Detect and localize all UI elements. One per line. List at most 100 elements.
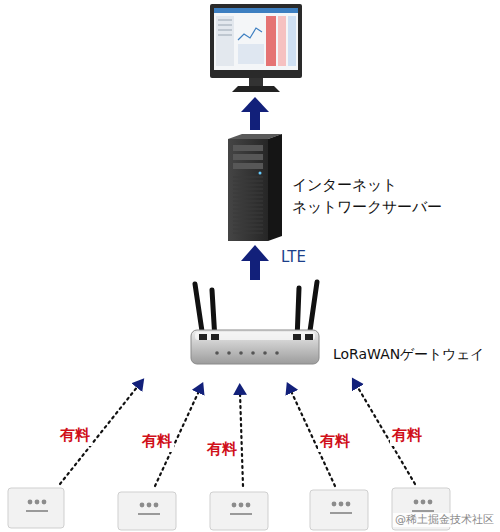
monitor-picture-part [218,20,232,21]
monitor-picture-part [278,16,286,66]
monitor-picture-part [218,35,232,36]
sensor-devices-part-part [118,492,176,530]
link-label: LTE [279,248,308,268]
sensor-devices-part-part [246,503,251,508]
sensor-devices-part-part [147,503,152,508]
gateway-router-shape-part [275,351,279,355]
monitor-picture-part [238,44,264,64]
sensor-devices-part-part [28,500,33,505]
sensor-devices-part-part [42,500,47,505]
fee-label: 有料 [140,432,174,452]
sensor-devices-part-part [412,510,434,512]
gateway-router-shape-part [305,334,313,340]
server-tower-shape-part [233,177,263,178]
sensor-devices-part-part [26,510,48,512]
monitor-picture-part [218,30,232,31]
sensor-devices-part-part [346,502,351,507]
radio-links-part [240,393,243,486]
server-tower-shape-part [233,205,263,206]
monitor-picture [210,4,302,92]
monitor-picture-part [232,86,280,92]
fee-label: 有料 [205,440,239,460]
server-tower: インターネット ネットワークサーバー [226,133,284,243]
sensor-devices-part [8,488,64,528]
server-tower-shape-part [233,163,263,169]
fee-label: 有料 [58,426,92,446]
server-tower-shape-part [233,193,263,194]
sensor-devices-part-part [154,503,159,508]
monitor-picture-part [214,8,298,70]
server-tower-shape-part [233,189,263,190]
gateway-label: LoRaWANゲートウェイ [333,344,484,364]
upload-arrow [241,97,269,130]
sensor-devices-part-part [330,512,352,514]
sensor-devices-part-part [239,503,244,508]
server-tower-shape-part [233,217,263,218]
server-tower-shape-part [233,185,263,186]
sensor-devices-part-part [339,502,344,507]
monitor-picture-part [266,16,276,66]
lte-link-arrow [250,261,260,280]
sensor-devices-part-part [332,502,337,507]
sensor-devices-part-part [8,488,64,528]
gateway-router-shape [185,280,325,372]
server-label: インターネット ネットワークサーバー [292,175,452,219]
sensor-devices-part-part [421,500,426,505]
sensor-devices-part [310,490,368,530]
server-tower-shape-part [233,221,263,222]
watermark: @稀土掘金技术社区 [393,513,496,527]
server-tower-shape-part [233,213,263,214]
fee-label: 有料 [318,432,352,452]
sensor-devices-part [210,492,268,530]
gateway-router-shape-part [293,334,301,340]
sensor-devices-part-part [428,500,433,505]
monitor-picture-part [214,8,298,13]
gateway-router-shape-part [191,330,319,364]
fee-label: 有料 [390,426,424,446]
gateway-router-shape-part [215,351,219,355]
server-tower-shape-part [233,201,263,202]
server-tower-shape-part [233,229,263,230]
monitor-picture-part [238,28,262,40]
server-tower-shape-part [268,134,282,241]
server-tower-shape-part [233,233,263,234]
gateway-router-shape-part [211,334,219,340]
server-tower-shape-part [233,197,263,198]
sensor-devices-part-part [210,492,268,530]
gateway-router-shape-part [239,351,243,355]
monitor-picture-part [216,16,234,66]
sensor-devices-part-part [230,513,252,515]
server-tower-shape-part [228,139,268,241]
radio-links [60,386,415,486]
server-tower-shape-part [259,172,262,175]
gateway-router: LoRaWANゲートウェイ [185,280,325,372]
server-tower-shape [226,133,284,243]
monitor-picture-part [218,25,232,26]
upload-arrow-part [241,97,269,112]
sensor-devices-part-part [414,500,419,505]
sensor-devices-part-part [138,513,160,515]
monitor-picture-part [288,16,296,66]
sensor-devices-part-part [35,500,40,505]
gateway-router-shape-part [227,351,231,355]
gateway-router-shape-part [195,332,315,340]
server-tower-shape-part [233,225,263,226]
gateway-router-shape-part [199,334,207,340]
sensor-devices-part-part [140,503,145,508]
monitor-picture-part [210,4,302,78]
server-tower-shape-part [233,181,263,182]
sensor-devices [8,488,450,530]
gateway-router-shape-part [251,351,255,355]
server-tower-shape-part [233,145,263,151]
upload-arrow-part [250,111,260,130]
sensor-devices-part-part [232,503,237,508]
server-tower-shape-part [233,209,263,210]
server-tower-shape-part [233,154,263,160]
sensor-devices-part [118,492,176,530]
gateway-router-shape-part [263,351,267,355]
sensor-devices-part-part [310,490,368,530]
monitor-picture-part [249,78,263,86]
